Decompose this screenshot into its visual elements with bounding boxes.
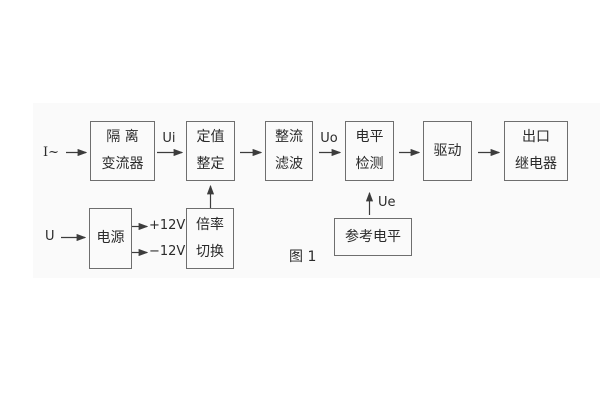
block-label: 检测 [355,156,384,172]
label-input-voltage: U [45,229,55,244]
label-minus-12v: −12V [149,244,186,259]
block-rectifier-filter: 整流 滤波 [265,121,313,181]
block-label: 隔 离 [106,129,139,145]
block-multiplier-switch: 倍率 切换 [186,208,234,269]
block-output-relay: 出口 继电器 [504,121,568,181]
label-ue: Ue [378,195,396,210]
block-label: 变流器 [101,156,144,172]
label-uo: Uo [320,131,338,146]
block-label: 滤波 [275,156,303,172]
figure-caption: 图 1 [289,249,317,265]
scanned-diagram-background [33,103,600,278]
block-label: 定值 [196,129,225,145]
block-power-supply: 电源 [89,208,132,269]
block-label: 继电器 [515,156,557,172]
block-level-detection: 电平 检测 [345,121,394,181]
block-isolation-transformer: 隔 离 变流器 [90,121,155,181]
label-plus-12v: +12V [149,218,186,233]
block-label: 电平 [355,129,384,145]
block-reference-level: 参考电平 [334,218,412,256]
block-label: 电源 [96,230,125,246]
block-label: 驱动 [433,142,462,159]
block-label: 出口 [522,129,550,145]
label-ui: Ui [162,131,176,146]
block-setpoint-setting: 定值 整定 [186,121,235,181]
label-input-current: I~ [43,145,60,160]
block-label: 倍率 [196,216,224,233]
block-driver: 驱动 [423,121,472,181]
block-label: 参考电平 [345,228,401,245]
block-label: 切换 [196,243,224,260]
block-label: 整流 [275,129,303,145]
block-label: 整定 [196,156,225,172]
